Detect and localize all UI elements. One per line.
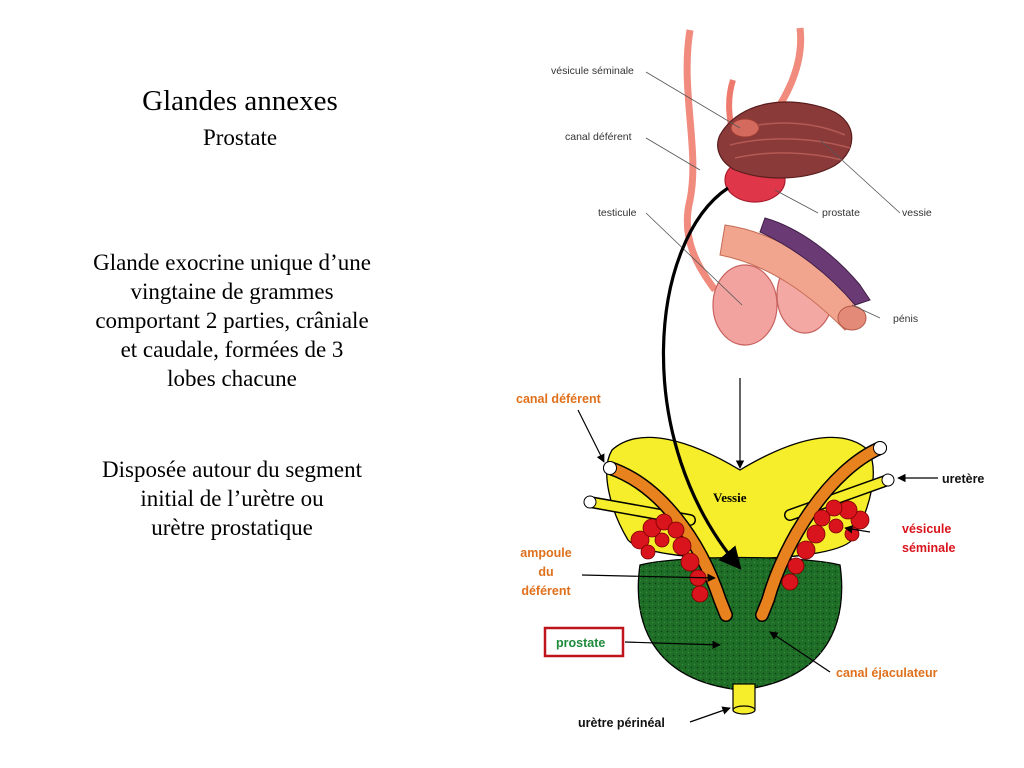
top-bladder [717,101,853,179]
description-paragraph-2: Disposée autour du segment initial de l’… [32,455,432,542]
description-line: urètre prostatique [151,515,313,540]
label-canal-ejaculateur: canal éjaculateur [836,666,938,680]
description-line: lobes chacune [167,366,297,391]
description-line: comportant 2 parties, crâniale [95,308,369,333]
top-canal-deferent-left [683,29,718,293]
penis-glans [837,305,867,331]
label-ampoule: ampoule [520,546,571,560]
slide-subtitle: Prostate [202,125,278,150]
label-uretere: uretère [942,472,984,486]
label-seminale: séminale [902,541,956,555]
label-prostate: prostate [556,636,605,650]
label-canal-deferent-top: canal déférent [565,131,632,143]
label-penis-top: pénis [893,313,918,325]
description-line: vingtaine de grammes [130,279,334,304]
bottom-schema: canal déférent uretère vésicule séminale… [516,186,984,730]
label-testicule-top: testicule [598,207,637,219]
description-line: Glande exocrine unique d’une [93,250,371,275]
penis-corpus [759,217,871,306]
label-canal-deferent: canal déférent [516,392,602,406]
label-uretre-perineal: urètre périnéal [578,716,665,730]
label-vesicule: vésicule [902,522,951,536]
description-line: et caudale, formées de 3 [120,337,344,362]
prostate-highlight-box [543,626,625,658]
description-line: Disposée autour du segment [102,457,362,482]
connector-arrow [661,186,742,570]
label-prostate-top: prostate [822,207,860,219]
schema-vesicule-left [630,513,709,603]
label-du: du [538,565,553,579]
description-paragraph-1: Glande exocrine unique d’une vingtaine d… [32,248,432,393]
schema-vesicule-right [781,499,870,591]
label-vesicule-seminale-top: vésicule séminale [551,65,634,77]
label-vessie-top: vessie [902,207,932,219]
description-line: initial de l’urètre ou [140,486,324,511]
label-deferent: déférent [521,584,571,598]
top-seminal-vesicle [730,118,760,138]
testicle-left [712,264,778,346]
slide-title: Glandes annexes [142,85,338,117]
top-anatomy-illustration: vésicule séminale canal déférent testicu… [551,27,932,346]
label-vessie: Vessie [713,490,747,505]
